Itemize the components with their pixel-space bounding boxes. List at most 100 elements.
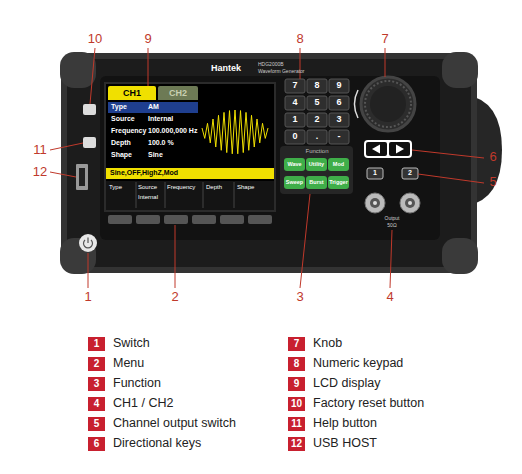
screen-text: Type — [111, 103, 127, 111]
screen-text: Depth — [111, 139, 131, 147]
connector-label: Output — [384, 216, 399, 222]
knob-ridges — [365, 81, 411, 127]
soft-key — [108, 215, 132, 224]
legend-number: 8 — [294, 358, 300, 370]
bnc-pin — [373, 201, 377, 205]
screen-text: Internal — [148, 115, 173, 123]
usb-slot — [79, 168, 85, 186]
keypad-digit: 2 — [314, 114, 319, 124]
brand-text: Hantek — [211, 63, 241, 73]
power-symbol — [84, 238, 93, 248]
channel-tab: CH1 — [108, 86, 156, 100]
corner-bumper — [60, 52, 96, 88]
legend-number: 1 — [94, 338, 100, 350]
keypad-digit: 5 — [314, 97, 319, 107]
lcd-screen — [106, 84, 274, 210]
function-button: Mod — [328, 158, 349, 171]
help-button — [83, 137, 96, 148]
callout-number: 3 — [296, 290, 303, 305]
selected-row — [108, 102, 198, 113]
keypad-digit: - — [338, 131, 341, 141]
keypad-key — [285, 96, 305, 110]
knob-cap — [370, 86, 406, 122]
soft-key — [192, 215, 216, 224]
legend-text: USB HOST — [313, 436, 377, 450]
legend-text: CH1 / CH2 — [113, 396, 173, 410]
bnc-inner — [405, 198, 415, 208]
callout-number: 1 — [84, 290, 91, 305]
button-text: Wave — [287, 162, 301, 168]
soft-key — [164, 215, 188, 224]
legend-text: Directional keys — [113, 436, 201, 450]
bnc-inner — [370, 198, 380, 208]
button-text: CH2 — [169, 89, 187, 98]
soft-key — [248, 215, 272, 224]
screen-text: AM — [148, 103, 159, 111]
legend-text: Knob — [313, 336, 342, 350]
function-button: Utility — [306, 158, 327, 171]
keypad-digit: 1 — [292, 114, 297, 124]
keypad-key — [285, 113, 305, 127]
screen-text: Sine — [148, 151, 163, 159]
legend-number: 7 — [294, 338, 300, 350]
menu-divider — [234, 182, 235, 208]
keypad-key — [307, 79, 327, 93]
channel-number: 1 — [373, 169, 377, 177]
legend-number: 3 — [94, 378, 100, 390]
channel-number: 2 — [408, 169, 412, 177]
button-text: Burst — [309, 180, 323, 186]
right-key — [389, 142, 410, 156]
leader-line — [385, 48, 386, 77]
keypad-key — [329, 113, 349, 127]
legend-text: Channel output switch — [113, 416, 236, 430]
bnc-pin — [408, 201, 412, 205]
connector-label: 50Ω — [387, 223, 396, 229]
am-waveform — [202, 110, 268, 154]
leader-lines — [50, 48, 484, 288]
leader-line — [412, 150, 484, 158]
legend-number: 12 — [291, 438, 302, 450]
corner-bumper — [442, 238, 478, 274]
left-arrow — [372, 145, 380, 154]
keypad-key — [285, 130, 305, 144]
function-button: Wave — [284, 158, 305, 171]
callout-number: 10 — [88, 32, 102, 47]
channel-button — [402, 168, 418, 179]
leader-line — [300, 194, 310, 288]
button-text: CH1 — [123, 89, 141, 98]
leader-line — [88, 253, 89, 288]
screen-text: 100.0 % — [148, 139, 174, 147]
keypad-digit: 0 — [292, 131, 297, 141]
callout-number: 4 — [386, 290, 393, 305]
leader-line — [418, 174, 484, 183]
keypad-digit: 9 — [336, 80, 341, 90]
keypad-key — [329, 130, 349, 144]
screen-bezel — [104, 82, 276, 212]
soft-key — [220, 215, 244, 224]
legend-text: Switch — [113, 336, 150, 350]
keypad-digit: . — [316, 131, 319, 141]
menu-text: Depth — [206, 184, 222, 191]
legend-text: LCD display — [313, 376, 380, 390]
soft-key — [136, 215, 160, 224]
arrow-key-frame — [364, 140, 412, 158]
legend-number: 9 — [294, 378, 300, 390]
legend-number: 10 — [291, 398, 302, 410]
callout-number: 7 — [381, 32, 388, 47]
bnc-connector — [365, 193, 385, 213]
corner-bumper — [442, 52, 478, 88]
keypad-digit: 7 — [292, 80, 297, 90]
status-text: Sine,OFF,HighZ,Mod — [110, 169, 178, 177]
leader-line — [175, 225, 176, 288]
leader-line — [300, 48, 301, 79]
leader-line — [390, 230, 392, 288]
legend-number: 2 — [94, 358, 100, 370]
menu-text: Shape — [237, 184, 254, 191]
usb-port — [76, 164, 88, 190]
channel-tab: CH2 — [158, 86, 198, 100]
keypad-key — [307, 113, 327, 127]
keypad-digit: 4 — [292, 97, 297, 107]
button-text: Mod — [333, 162, 344, 168]
menu-divider — [136, 182, 137, 208]
